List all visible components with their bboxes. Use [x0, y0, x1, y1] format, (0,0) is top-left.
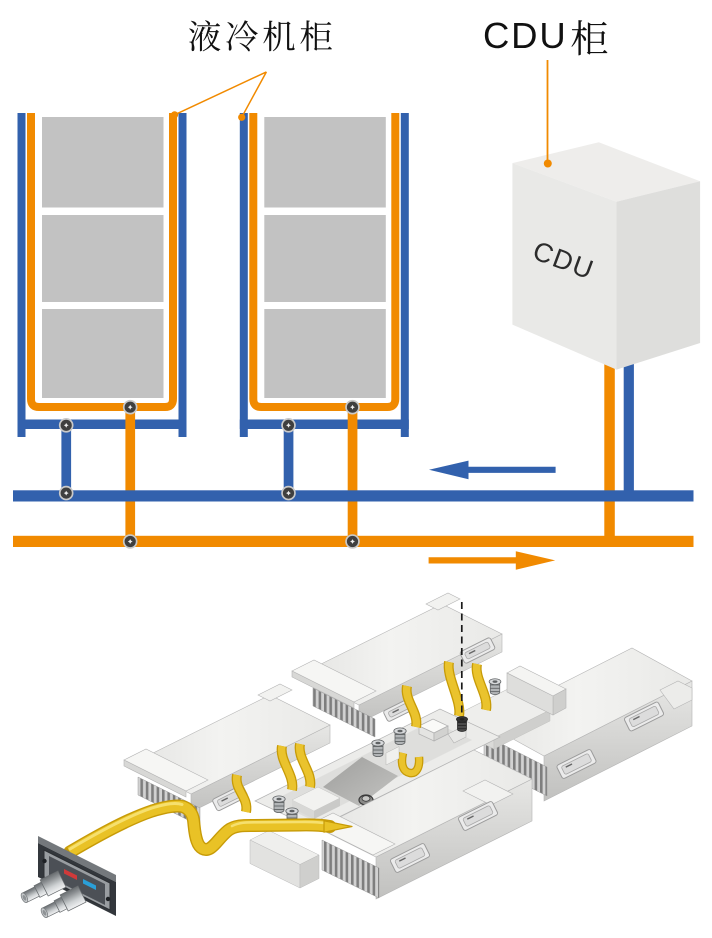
- svg-text:CDU: CDU: [483, 15, 567, 56]
